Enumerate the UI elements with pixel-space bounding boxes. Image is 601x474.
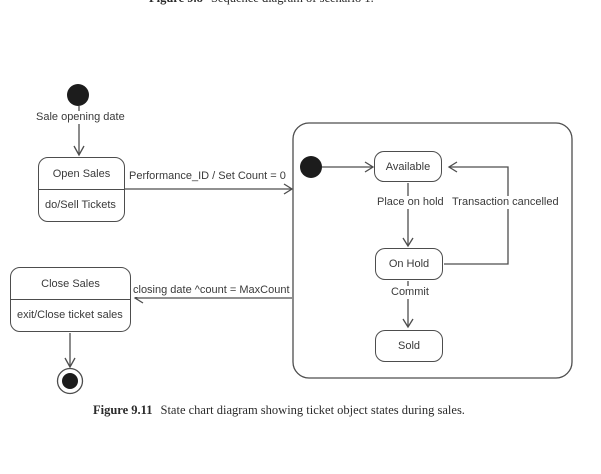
state-on-hold-name: On Hold — [388, 258, 430, 270]
previous-figure-number: Figure 9.8 — [149, 0, 203, 5]
transition-label-closing-date: closing date ^count = MaxCount — [133, 284, 290, 297]
arrowhead-icon — [73, 145, 85, 157]
state-sold-name: Sold — [397, 340, 421, 352]
initial-state-node — [67, 84, 89, 106]
final-state-inner-dot — [62, 373, 78, 389]
state-available: Available — [374, 151, 442, 182]
arrowhead-icon — [402, 237, 414, 248]
arrowhead-icon — [64, 357, 76, 369]
arrowhead-icon — [283, 183, 294, 195]
transition-label-place-on-hold: Place on hold — [377, 196, 444, 209]
figure-caption: Figure 9.11 State chart diagram showing t… — [93, 403, 465, 418]
arrowhead-icon — [364, 161, 375, 173]
state-on-hold: On Hold — [375, 248, 443, 280]
transaction-cancelled-arrow — [444, 166, 509, 265]
figure-caption-text: State chart diagram showing ticket objec… — [160, 403, 465, 417]
arrowhead-icon — [402, 318, 414, 329]
state-open-sales-name: Open Sales — [39, 158, 124, 190]
transition-label-transaction-cancelled: Transaction cancelled — [452, 196, 559, 209]
state-open-sales-activity: do/Sell Tickets — [45, 199, 116, 211]
state-sold: Sold — [375, 330, 443, 362]
state-open-sales: Open Sales do/Sell Tickets — [38, 157, 125, 222]
state-close-sales: Close Sales exit/Close ticket sales — [10, 267, 131, 332]
composite-initial-state-node — [300, 156, 322, 178]
state-close-sales-activity: exit/Close ticket sales — [17, 309, 123, 321]
figure-number: Figure 9.11 — [93, 403, 153, 417]
arrowhead-icon — [447, 161, 458, 173]
transition-label-performance-id: Performance_ID / Set Count = 0 — [129, 170, 286, 183]
transition-label-commit: Commit — [391, 286, 429, 299]
previous-figure-caption: Figure 9.8 Sequence diagram of scenario 1… — [149, 0, 374, 6]
state-available-name: Available — [385, 160, 431, 173]
transition-label-sale-opening-date: Sale opening date — [36, 111, 125, 124]
previous-figure-text: Sequence diagram of scenario 1. — [211, 0, 374, 5]
state-close-sales-name: Close Sales — [11, 268, 130, 300]
